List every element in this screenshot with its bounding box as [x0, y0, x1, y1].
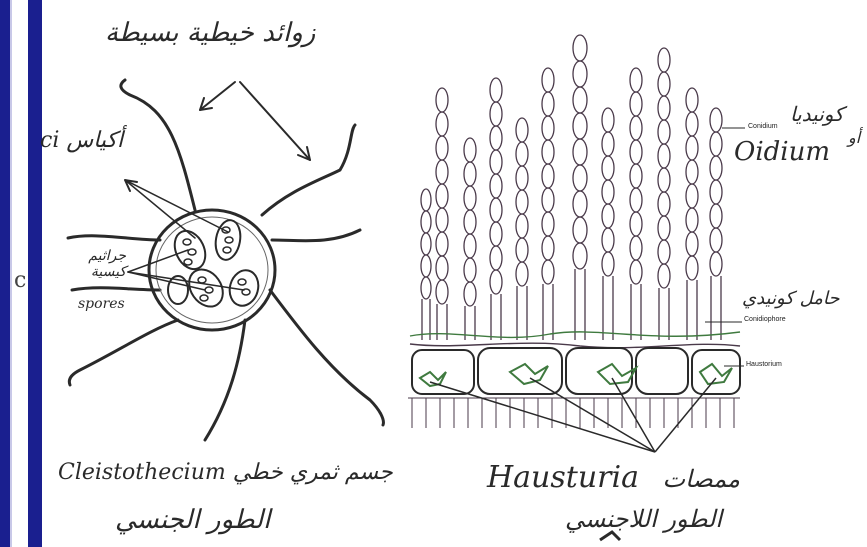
appendage	[72, 288, 160, 290]
appendage	[270, 290, 383, 425]
conidiophore-label-ar: حامل كونيدي	[742, 288, 839, 309]
haustorium-tag: Haustorium	[746, 361, 782, 368]
appendage	[121, 80, 195, 210]
sexual-stage-label: الطور الجنسي	[115, 505, 270, 535]
conidial-chain	[658, 48, 670, 340]
host-cell	[478, 348, 562, 394]
cleistothecium-body	[149, 210, 275, 330]
conidial-chain	[490, 78, 502, 340]
haustoria-label-ar: ممصات	[663, 465, 740, 493]
host-cell	[412, 350, 474, 394]
appendage	[69, 320, 178, 385]
spore-pointer	[128, 272, 244, 290]
conidial-chain	[436, 88, 448, 340]
appendage	[205, 320, 245, 440]
haustorium	[700, 364, 732, 384]
conidium-tag: Conidium	[748, 123, 778, 130]
appendage	[262, 125, 355, 215]
appendages-label: زوائد خيطية بسيطة	[105, 18, 315, 48]
arrow-to-appendage-left	[200, 82, 235, 110]
haustoria-label: Hausturia ممصات	[487, 460, 740, 495]
asci-pointer	[125, 180, 228, 232]
conidial-chain	[630, 68, 642, 340]
conidial-chain	[686, 88, 698, 340]
conidiophore-tag: Conidiophore	[744, 316, 786, 323]
conidial-chain	[710, 108, 722, 340]
conidial-chain	[602, 108, 614, 340]
asexual-stage-label: الطور اللاجنسي	[565, 505, 722, 533]
haustorium	[598, 364, 636, 384]
host-cell	[636, 348, 688, 394]
appendage	[68, 236, 160, 240]
haustoria-label-en: Hausturia	[487, 460, 639, 495]
conidial-chain	[573, 35, 587, 340]
asci-label-en: ci	[40, 128, 59, 153]
asci-label-ar: أكياس	[66, 128, 123, 153]
conidium-label-or: أو	[848, 128, 860, 147]
cleistothecium-label-ar: جسم ثمري خطي	[233, 460, 393, 485]
lower-tissue	[412, 398, 734, 428]
conidial-chain	[421, 189, 431, 340]
haustorium	[510, 364, 548, 384]
asci-pointer	[125, 180, 195, 238]
oidium-label: Oidium	[734, 137, 830, 167]
mycelium-layer	[410, 343, 740, 348]
spore-pointer	[128, 250, 188, 272]
appendage	[272, 230, 360, 241]
spores-label-en: spores	[78, 296, 125, 312]
conidium-label-ar: كونيديا	[790, 102, 844, 126]
bottom-mark	[600, 532, 620, 540]
conidial-chain	[516, 118, 528, 340]
spores-label-ar: جراثيم كيسية	[70, 248, 126, 280]
cleistothecium-label-en: Cleistothecium	[58, 460, 226, 485]
haustorium	[420, 372, 446, 386]
conidial-chain	[464, 138, 476, 340]
cleistothecium-label: Cleistothecium جسم ثمري خطي	[58, 460, 393, 485]
spore-pointer	[128, 272, 205, 290]
conidial-chain	[542, 68, 554, 340]
ascus	[213, 218, 244, 262]
arrow-to-appendage-right	[240, 82, 310, 160]
asci-label: ci أكياس	[40, 128, 123, 153]
